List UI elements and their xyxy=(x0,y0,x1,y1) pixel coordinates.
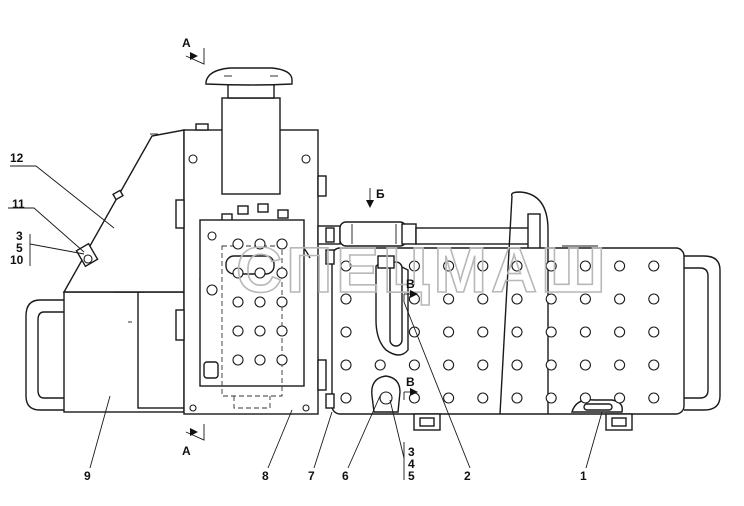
perforation-hole xyxy=(648,359,660,371)
perforation-holes-plate xyxy=(340,260,660,404)
perforation-hole xyxy=(254,354,266,366)
perforation-hole xyxy=(614,260,626,272)
perforation-hole xyxy=(579,392,591,404)
perforation-hole xyxy=(477,326,489,338)
perforation-hole xyxy=(276,296,288,308)
section-label-a-bottom: А xyxy=(182,444,191,458)
perforation-hole xyxy=(511,293,523,305)
perforation-hole xyxy=(614,326,626,338)
section-mark-b: Б xyxy=(366,187,385,208)
callout-12: 12 xyxy=(10,151,24,165)
leader-lines xyxy=(8,165,603,480)
callout-11: 11 xyxy=(12,197,25,211)
perforation-hole xyxy=(340,326,352,338)
perforation-hole xyxy=(276,325,288,337)
perforation-hole xyxy=(340,293,352,305)
section-mark-a-top: А xyxy=(182,36,205,65)
section-label-b: Б xyxy=(376,187,385,201)
perforation-hole xyxy=(545,359,557,371)
right-plate xyxy=(325,191,721,431)
perforation-hole xyxy=(511,260,523,272)
perforation-hole xyxy=(545,392,557,404)
perforation-hole xyxy=(340,260,352,272)
section-label-v-lower: В xyxy=(406,375,415,389)
perforation-hole xyxy=(579,326,591,338)
callout-stack-left-2: 5 xyxy=(16,241,23,255)
perforation-hole xyxy=(408,260,420,272)
callout-7: 7 xyxy=(308,469,315,483)
perforation-hole xyxy=(545,260,557,272)
perforation-hole xyxy=(443,392,455,404)
perforation-hole xyxy=(579,293,591,305)
perforation-hole xyxy=(614,359,626,371)
perforation-hole xyxy=(232,267,244,279)
perforation-hole xyxy=(443,260,455,272)
perforation-hole xyxy=(477,359,489,371)
slanted-panel xyxy=(62,129,185,293)
perforation-hole xyxy=(232,238,244,250)
perforation-hole xyxy=(614,293,626,305)
perforation-hole xyxy=(477,260,489,272)
perforation-hole xyxy=(232,296,244,308)
perforation-hole xyxy=(477,392,489,404)
perforation-hole xyxy=(276,238,288,250)
callout-stack-bottom-2: 4 xyxy=(408,457,415,471)
callout-6: 6 xyxy=(342,469,349,483)
perforation-hole xyxy=(340,392,352,404)
perforation-hole xyxy=(614,392,626,404)
perforation-hole xyxy=(511,326,523,338)
perforation-hole xyxy=(648,293,660,305)
callout-stack-left-3: 10 xyxy=(10,253,24,267)
perforation-hole xyxy=(648,260,660,272)
callout-stack-bottom-3: 5 xyxy=(408,469,415,483)
section-mark-a-bottom: А xyxy=(182,424,205,458)
perforation-hole xyxy=(648,392,660,404)
perforation-hole xyxy=(579,359,591,371)
perforation-hole xyxy=(443,359,455,371)
callout-stack-bottom-1: 3 xyxy=(408,445,415,459)
section-label-a-top: А xyxy=(182,36,191,50)
perforation-hole xyxy=(545,293,557,305)
perforation-hole xyxy=(254,296,266,308)
perforation-hole xyxy=(579,260,591,272)
callout-stack-left-1: 3 xyxy=(16,229,23,243)
section-mark-v-upper: В xyxy=(403,277,418,302)
perforation-holes-door xyxy=(232,238,288,366)
perforation-hole xyxy=(511,392,523,404)
perforation-hole xyxy=(443,293,455,305)
left-box-assembly xyxy=(25,285,185,413)
perforation-hole xyxy=(408,359,420,371)
perforation-hole xyxy=(254,267,266,279)
perforation-hole xyxy=(477,293,489,305)
callout-8: 8 xyxy=(262,469,269,483)
perforation-hole xyxy=(254,325,266,337)
perforation-hole xyxy=(276,267,288,279)
perforation-hole xyxy=(648,326,660,338)
perforation-hole xyxy=(232,325,244,337)
perforation-hole xyxy=(511,359,523,371)
perforation-hole xyxy=(340,359,352,371)
callout-1: 1 xyxy=(580,469,587,483)
section-mark-v-lower: В xyxy=(403,375,418,400)
perforation-hole xyxy=(443,326,455,338)
watermark-text: СПЕЦМАШ xyxy=(236,234,610,306)
section-label-v-upper: В xyxy=(406,277,415,291)
top-pipe xyxy=(317,213,541,251)
perforation-hole xyxy=(232,354,244,366)
callout-9: 9 xyxy=(84,469,91,483)
perforation-hole xyxy=(276,354,288,366)
perforation-hole xyxy=(254,238,266,250)
callout-2: 2 xyxy=(464,469,471,483)
perforation-hole xyxy=(374,359,386,371)
perforation-hole xyxy=(545,326,557,338)
